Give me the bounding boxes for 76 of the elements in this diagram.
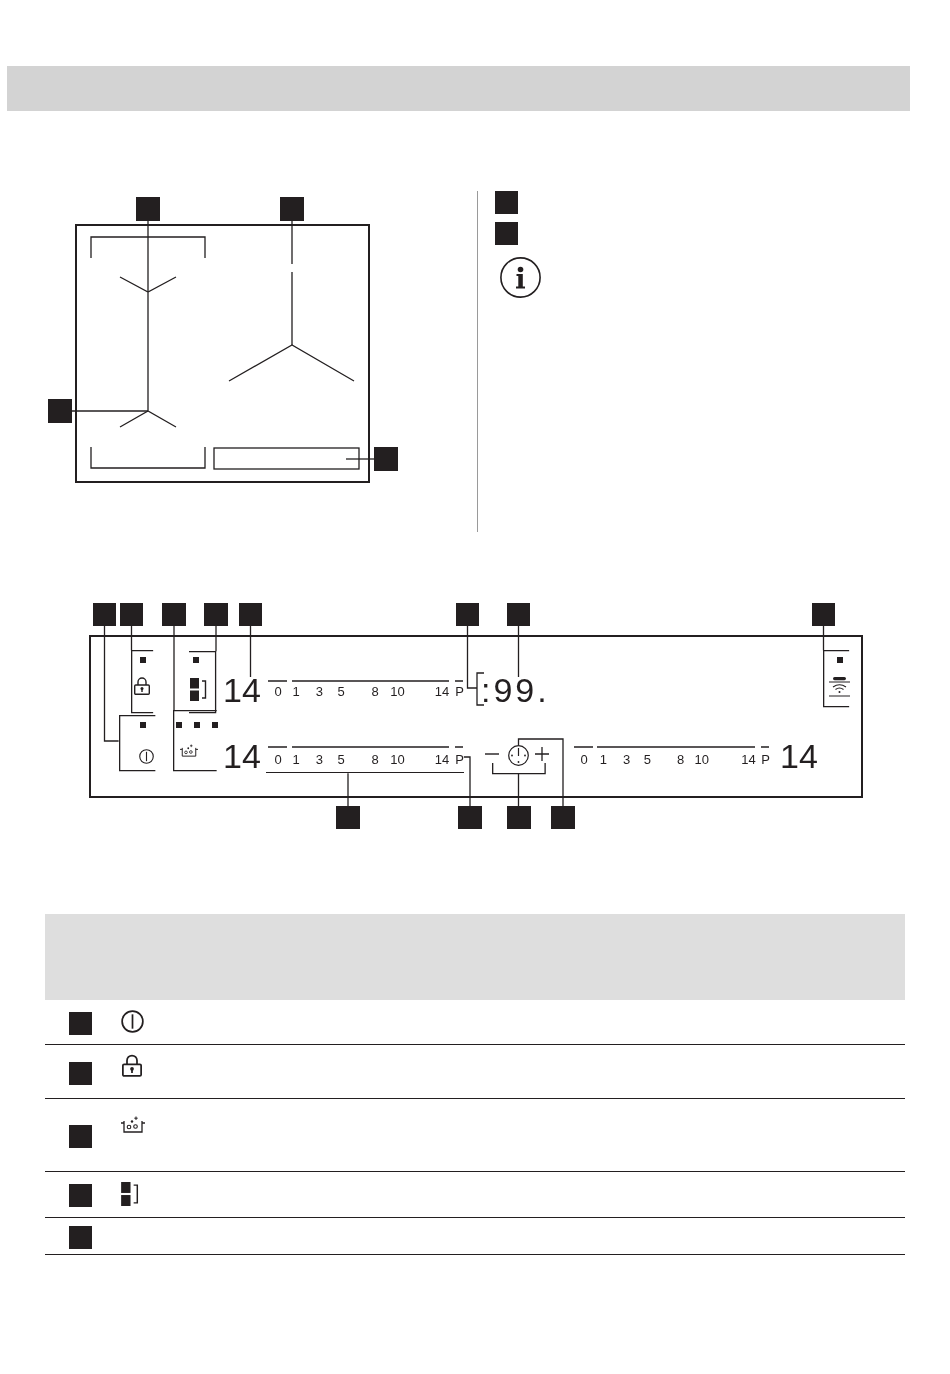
leader-line [345, 458, 375, 460]
callout-marker [48, 399, 72, 423]
callout-marker [162, 603, 186, 626]
scale-label: P [761, 752, 770, 766]
leader-line [130, 625, 133, 651]
leader-line [103, 625, 120, 742]
leader-line [173, 625, 175, 711]
leader-line [517, 738, 564, 807]
bracket [173, 710, 217, 772]
scale-label: 14 [434, 752, 450, 766]
scale-label: 10 [390, 752, 405, 766]
callout-marker [280, 197, 304, 221]
scale-label: 1 [599, 752, 607, 766]
callout-marker [495, 191, 518, 214]
bracket [189, 651, 217, 714]
callout-marker [506, 806, 531, 829]
bracket [130, 650, 153, 714]
scale-label: 10 [694, 752, 709, 766]
segment-display: 14 [780, 743, 818, 769]
scale-label: 3 [623, 752, 631, 766]
scale-label: 10 [390, 684, 405, 698]
scale-label: 5 [337, 752, 345, 766]
callout-marker [551, 806, 575, 829]
leader-line [215, 625, 217, 652]
callout-marker [336, 806, 360, 829]
leader-line [147, 220, 149, 293]
bracket [491, 762, 546, 774]
callout-marker [69, 1184, 92, 1207]
leader-line [466, 625, 478, 689]
callout-marker [136, 197, 160, 221]
callout-marker [204, 603, 228, 626]
scale-label: P [455, 684, 464, 698]
scale-label: 5 [337, 684, 345, 698]
leader-line [347, 772, 349, 807]
scale-label: 1 [292, 684, 300, 698]
callout-marker [456, 603, 479, 626]
leader-line [517, 625, 520, 678]
scale-label: 8 [371, 752, 379, 766]
bracket [118, 715, 155, 772]
scale-label: 3 [315, 752, 323, 766]
scale-label: 14 [741, 752, 756, 766]
scale-label: 0 [580, 752, 588, 766]
scale-label: P [455, 752, 464, 766]
heading-band [7, 66, 910, 111]
leader-line [463, 756, 471, 807]
scale-label: 14 [434, 684, 450, 698]
scale-label: 5 [643, 752, 651, 766]
segment-display: 14 [223, 743, 261, 769]
callout-marker [458, 806, 482, 829]
scale-label: 0 [274, 684, 282, 698]
leader-line [291, 220, 293, 346]
callout-marker [120, 603, 143, 626]
callout-marker [495, 222, 518, 245]
callout-marker [374, 447, 398, 471]
scale-label: 1 [292, 752, 300, 766]
scale-label: 0 [274, 752, 282, 766]
leader-line [249, 625, 252, 678]
callout-marker [93, 603, 116, 626]
callout-marker [69, 1226, 92, 1249]
callout-marker [69, 1012, 92, 1035]
callout-marker [69, 1062, 92, 1085]
callout-marker [239, 603, 262, 626]
leader-line [517, 773, 520, 807]
timer-icon [508, 745, 529, 766]
callout-marker [812, 603, 835, 626]
leader-line [71, 410, 149, 412]
leader-line [822, 625, 825, 651]
callout-marker [507, 603, 530, 626]
callout-marker [69, 1125, 92, 1148]
segment-display: 14 [223, 677, 261, 703]
scale-label: 3 [315, 684, 323, 698]
scale-label: 8 [371, 684, 379, 698]
bracket [822, 650, 849, 708]
scale-label: 8 [677, 752, 685, 766]
slider-line [266, 772, 464, 774]
segment-display: :99. [477, 677, 550, 703]
